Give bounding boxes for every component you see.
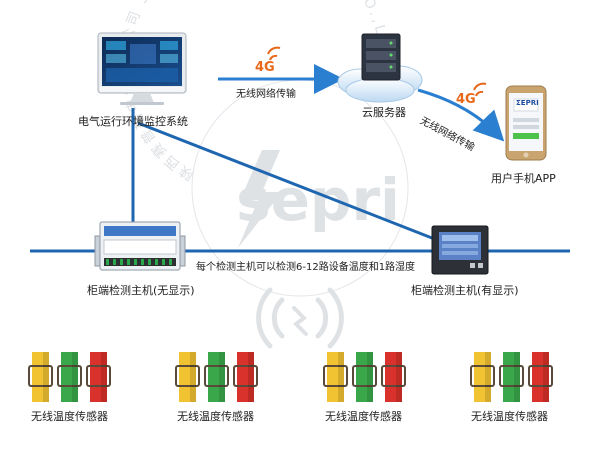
sensor-clamp-icon xyxy=(327,352,344,402)
sensor-layer xyxy=(28,352,553,402)
sensor-shade xyxy=(43,352,49,402)
bus-note: 每个检测主机可以检测6-12路设备温度和1路湿度 xyxy=(196,262,416,273)
sensor-clamp-icon xyxy=(356,352,373,402)
svg-text:sepri: sepri xyxy=(236,166,400,234)
control-host-no-display-icon xyxy=(94,221,186,271)
sensor-label: 无线温度传感器 xyxy=(325,410,402,423)
sensor-group-icon xyxy=(470,352,553,402)
sensor-shade xyxy=(485,352,491,402)
sensor-label: 无线温度传感器 xyxy=(471,410,548,423)
sensor-shade xyxy=(101,352,107,402)
sensor-clamp-ring xyxy=(352,365,377,387)
sensor-clamp-icon xyxy=(90,352,107,402)
sensor-shade xyxy=(514,352,520,402)
link-badge-4g-2: 4G xyxy=(456,92,476,107)
sensor-clamp-icon xyxy=(208,352,225,402)
sensor-label: 无线温度传感器 xyxy=(31,410,108,423)
sensor-clamp-ring xyxy=(175,365,200,387)
control-host-with-display-icon xyxy=(431,225,489,275)
sensor-clamp-icon xyxy=(503,352,520,402)
sensor-clamp-ring xyxy=(499,365,524,387)
sensor-shade xyxy=(543,352,549,402)
sensor-clamp-icon xyxy=(237,352,254,402)
sensor-clamp-ring xyxy=(204,365,229,387)
cloud-server-label: 云服务器 xyxy=(362,106,406,119)
sensor-clamp-ring xyxy=(86,365,111,387)
smartphone-icon xyxy=(505,85,547,161)
sensor-shade xyxy=(367,352,373,402)
sensor-group-icon xyxy=(28,352,111,402)
link-badge-4g-1: 4G xyxy=(255,60,275,75)
sensor-clamp-ring xyxy=(233,365,258,387)
monitor-system-label: 电气运行环境监控系统 xyxy=(78,115,188,128)
sensor-label: 无线温度传感器 xyxy=(177,410,254,423)
sensor-shade xyxy=(72,352,78,402)
sensor-clamp-icon xyxy=(474,352,491,402)
sensor-clamp-icon xyxy=(61,352,78,402)
host-with-display-label: 柜端检测主机(有显示) xyxy=(411,284,519,297)
signal-4g-icon-2 xyxy=(473,82,487,97)
host-no-display-label: 柜端检测主机(无显示) xyxy=(87,284,195,297)
sensor-clamp-icon xyxy=(32,352,49,402)
sensor-clamp-ring xyxy=(28,365,53,387)
sensor-group-icon xyxy=(175,352,258,402)
sensor-shade xyxy=(248,352,254,402)
sensor-shade xyxy=(338,352,344,402)
sensor-clamp-icon xyxy=(532,352,549,402)
sensor-shade xyxy=(219,352,225,402)
sensor-clamp-ring xyxy=(57,365,82,387)
sensor-shade xyxy=(190,352,196,402)
phone-logo-text: ΣEPRI xyxy=(516,99,539,107)
sensor-clamp-ring xyxy=(470,365,495,387)
sensor-clamp-icon xyxy=(179,352,196,402)
link-label-1: 无线网络传输 xyxy=(236,89,296,100)
sensor-clamp-ring xyxy=(381,365,406,387)
sensor-clamp-icon xyxy=(385,352,402,402)
cloud-server-icon xyxy=(337,33,423,103)
signal-4g-icon-1 xyxy=(267,46,281,61)
sensor-clamp-ring xyxy=(528,365,553,387)
sensor-shade xyxy=(396,352,402,402)
computer-monitor-icon xyxy=(97,32,187,105)
mobile-app-label: 用户手机APP xyxy=(491,172,556,185)
sensor-clamp-ring xyxy=(323,365,348,387)
sensor-group-icon xyxy=(323,352,406,402)
